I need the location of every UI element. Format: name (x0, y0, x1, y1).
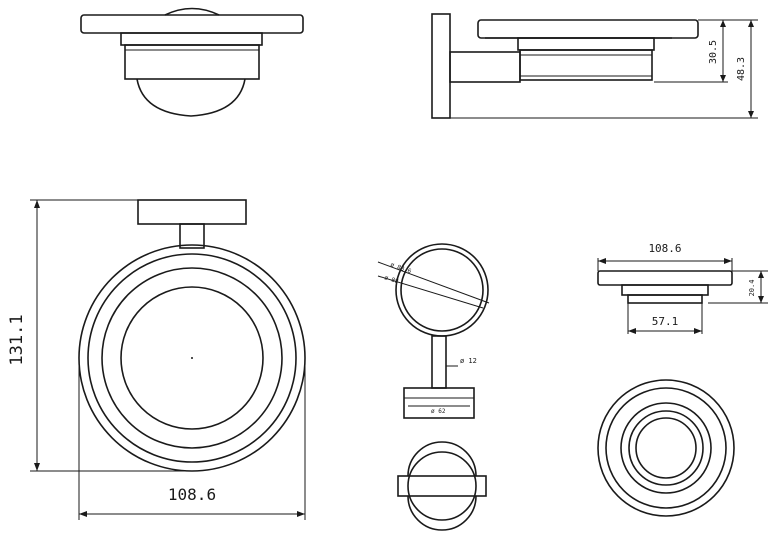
detail-arm (431, 335, 447, 389)
glass-inner (120, 286, 264, 430)
support-arm (449, 51, 521, 83)
base-plan-view (397, 441, 487, 531)
side-elevation-view (80, 7, 304, 117)
wall-plate (431, 13, 451, 119)
dish-rim-side (477, 19, 699, 39)
dish-plan-ring-4 (628, 410, 704, 486)
dish-plan-ring-2 (605, 387, 727, 509)
dim-glass-inner: ø 88 (383, 274, 399, 285)
dish-collar-side (517, 37, 655, 51)
dish-plan-ring-3 (620, 402, 712, 494)
dim-inner-height: 30.5 (708, 40, 719, 64)
front-arm (179, 223, 205, 249)
dim-front-width: 108.6 (168, 485, 216, 504)
dish-bowl (136, 78, 246, 117)
glass-detail-inner (400, 248, 484, 332)
dim-base: ø 62 (431, 408, 446, 415)
dish-elev-rim (597, 270, 733, 286)
glass-detail-outer (395, 243, 489, 337)
dim-glass-outer: ø 83.6 (389, 261, 412, 275)
dish-plan-ring-5 (635, 417, 697, 479)
dim-front-height: 131.1 (7, 314, 27, 365)
glass-detail-view: ø 83.6 ø 88 ø 12 ø 62 (377, 243, 490, 419)
dish-elev-collar (621, 284, 709, 296)
base-plan-circle (407, 451, 477, 521)
dim-dish-width: 108.6 (648, 242, 681, 255)
dish-top-dome (164, 7, 220, 16)
dish-body (124, 44, 260, 80)
outer-ring-inner (87, 253, 297, 463)
dim-outer-height: 48.3 (736, 57, 747, 81)
dish-plan-view (597, 379, 735, 517)
dish-collar (120, 32, 263, 46)
wall-elevation-view: 30.5 48.3 (431, 13, 758, 119)
dish-plan-ring-1 (597, 379, 735, 517)
dish-rim (80, 14, 304, 34)
glass-edge (101, 267, 283, 449)
front-view: 131.1 108.6 (7, 199, 306, 520)
dish-elevation-view: 108.6 20.4 57.1 (597, 242, 768, 334)
dish-body-side (519, 49, 653, 81)
base-plan-bar (397, 475, 487, 497)
dim-dish-base-width: 57.1 (652, 315, 679, 328)
dim-arm: ø 12 (460, 357, 477, 365)
detail-base (403, 387, 475, 419)
front-wall-plate (137, 199, 247, 225)
dim-dish-height: 20.4 (748, 280, 756, 297)
dish-elev-base (627, 294, 703, 304)
